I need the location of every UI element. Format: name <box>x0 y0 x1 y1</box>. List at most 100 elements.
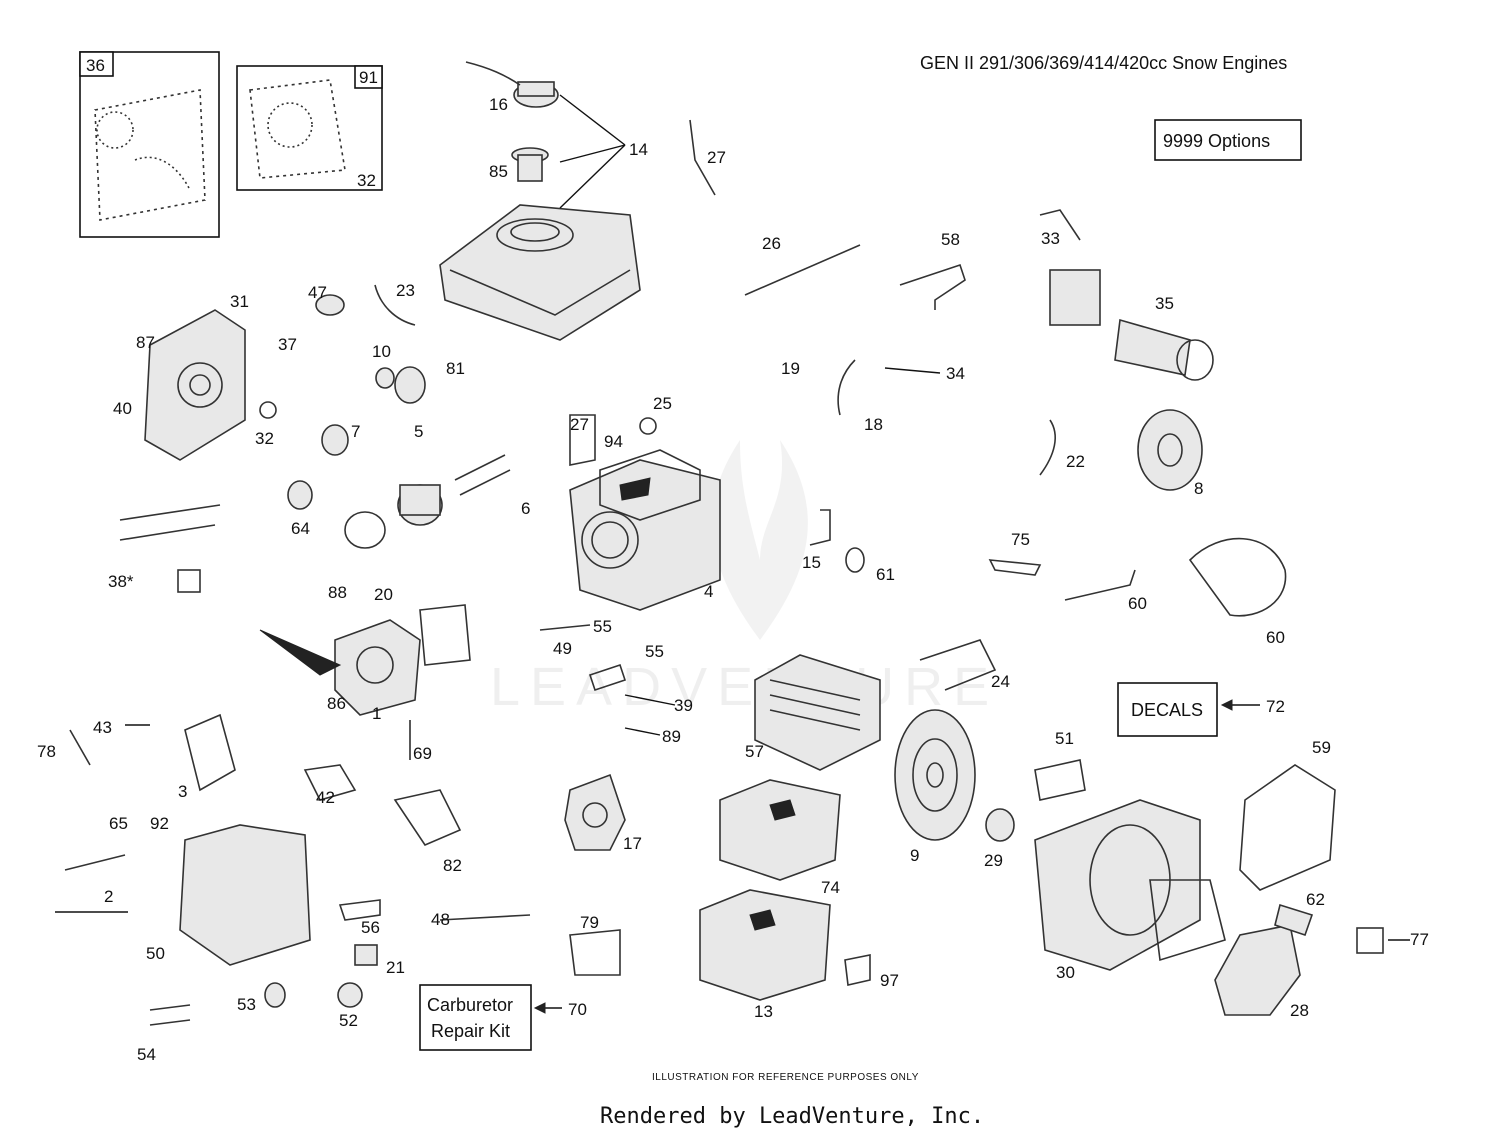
starter-pulley <box>1137 409 1203 491</box>
callout-94: 94 <box>604 432 623 451</box>
callout-17: 17 <box>623 834 642 853</box>
bracket-79 <box>569 929 621 976</box>
callout-55a: 55 <box>593 617 612 636</box>
callout-69: 69 <box>413 744 432 763</box>
decals-box[interactable]: DECALS <box>1117 682 1218 737</box>
callout-57: 57 <box>745 742 764 761</box>
callout-34: 34 <box>946 364 965 383</box>
starter-handle <box>1274 903 1314 937</box>
callout-91: 91 <box>359 68 378 87</box>
callout-35: 35 <box>1155 294 1174 313</box>
callout-27b: 27 <box>570 415 589 434</box>
crankcase-cover <box>144 309 246 461</box>
callout-38: 38* <box>108 572 134 591</box>
callout-65: 65 <box>109 814 128 833</box>
clips-54 <box>149 1004 191 1026</box>
connecting-rod <box>454 454 511 496</box>
bracket-24 <box>919 639 997 691</box>
callout-55b: 55 <box>645 642 664 661</box>
governor-82 <box>393 789 462 846</box>
callout-81: 81 <box>446 359 465 378</box>
callout-87: 87 <box>136 333 155 352</box>
callout-58: 58 <box>941 230 960 249</box>
valve-parts-2 <box>119 524 216 541</box>
part-10 <box>375 367 395 389</box>
callout-60a: 60 <box>1128 594 1147 613</box>
flywheel-shroud <box>1239 764 1336 891</box>
callout-4: 4 <box>704 582 713 601</box>
callout-20: 20 <box>374 585 393 604</box>
callout-6: 6 <box>521 499 530 518</box>
callout-16: 16 <box>489 95 508 114</box>
callout-9: 9 <box>910 846 919 865</box>
callout-74: 74 <box>821 878 840 897</box>
carb-kit-label-line1: Carburetor <box>427 995 513 1015</box>
watermark-text: LEADVENTURE <box>490 657 999 717</box>
callout-72: 72 <box>1266 697 1285 716</box>
leader-14b <box>559 144 626 163</box>
callout-1: 1 <box>372 704 381 723</box>
callout-52: 52 <box>339 1011 358 1030</box>
carb-kit-label-line2: Repair Kit <box>431 1021 510 1041</box>
leader-39 <box>624 694 676 706</box>
engine-block <box>569 449 721 611</box>
head-gasket <box>419 604 471 666</box>
carburetor-repair-kit-box[interactable]: Carburetor Repair Kit <box>419 984 532 1051</box>
callout-60b: 60 <box>1266 628 1285 647</box>
wire-60 <box>1064 569 1136 601</box>
callout-75: 75 <box>1011 530 1030 549</box>
diagram-title: GEN II 291/306/369/414/420cc Snow Engine… <box>920 53 1287 73</box>
plate-51 <box>1034 759 1086 801</box>
callout-43: 43 <box>93 718 112 737</box>
heat-shield <box>699 889 831 1001</box>
options-box[interactable]: 9999 Options <box>1154 119 1302 161</box>
callout-78: 78 <box>37 742 56 761</box>
arrow-70 <box>533 1002 546 1014</box>
coupler-29 <box>985 808 1015 842</box>
primer-52 <box>337 982 363 1008</box>
callout-39: 39 <box>674 696 693 715</box>
reference-note: ILLUSTRATION FOR REFERENCE PURPOSES ONLY <box>652 1072 919 1083</box>
callout-36: 36 <box>86 56 105 75</box>
part-27b <box>569 414 596 466</box>
bracket <box>899 263 966 310</box>
callout-32b: 32 <box>255 429 274 448</box>
inset-36-gasket-set <box>79 51 220 238</box>
electric-starter <box>1049 269 1214 381</box>
options-label: 9999 Options <box>1163 131 1270 151</box>
callout-77: 77 <box>1410 930 1429 949</box>
callout-49: 49 <box>553 639 572 658</box>
bracket-22 <box>1039 419 1056 476</box>
part-23 <box>374 284 416 326</box>
fuel-valve <box>809 509 831 546</box>
callout-89: 89 <box>662 727 681 746</box>
callout-31: 31 <box>230 292 249 311</box>
gear-7 <box>321 424 349 456</box>
gasket-3 <box>184 713 236 792</box>
callout-37: 37 <box>278 335 297 354</box>
dipstick-27 <box>689 119 716 196</box>
leader-89 <box>624 727 661 736</box>
callout-7: 7 <box>351 422 360 441</box>
arrow-72 <box>1220 699 1233 711</box>
governor-shaft <box>744 244 861 296</box>
callout-51: 51 <box>1055 729 1074 748</box>
fuel-cap <box>465 61 559 108</box>
seal-32 <box>259 401 277 419</box>
callout-32: 32 <box>357 171 376 190</box>
seal-64 <box>287 480 313 510</box>
callout-14: 14 <box>629 140 648 159</box>
switch-21 <box>354 944 378 966</box>
callout-15: 15 <box>802 553 821 572</box>
inset-91-gasket-set <box>236 65 383 191</box>
spacer-75 <box>988 559 1042 576</box>
callout-2: 2 <box>104 887 113 906</box>
part-47 <box>315 294 345 316</box>
valve-parts <box>119 504 221 521</box>
callout-53: 53 <box>237 995 256 1014</box>
callout-59: 59 <box>1312 738 1331 757</box>
callout-92: 92 <box>150 814 169 833</box>
callout-97: 97 <box>880 971 899 990</box>
blower-housing <box>1034 799 1201 971</box>
starter-cover <box>1188 537 1287 617</box>
